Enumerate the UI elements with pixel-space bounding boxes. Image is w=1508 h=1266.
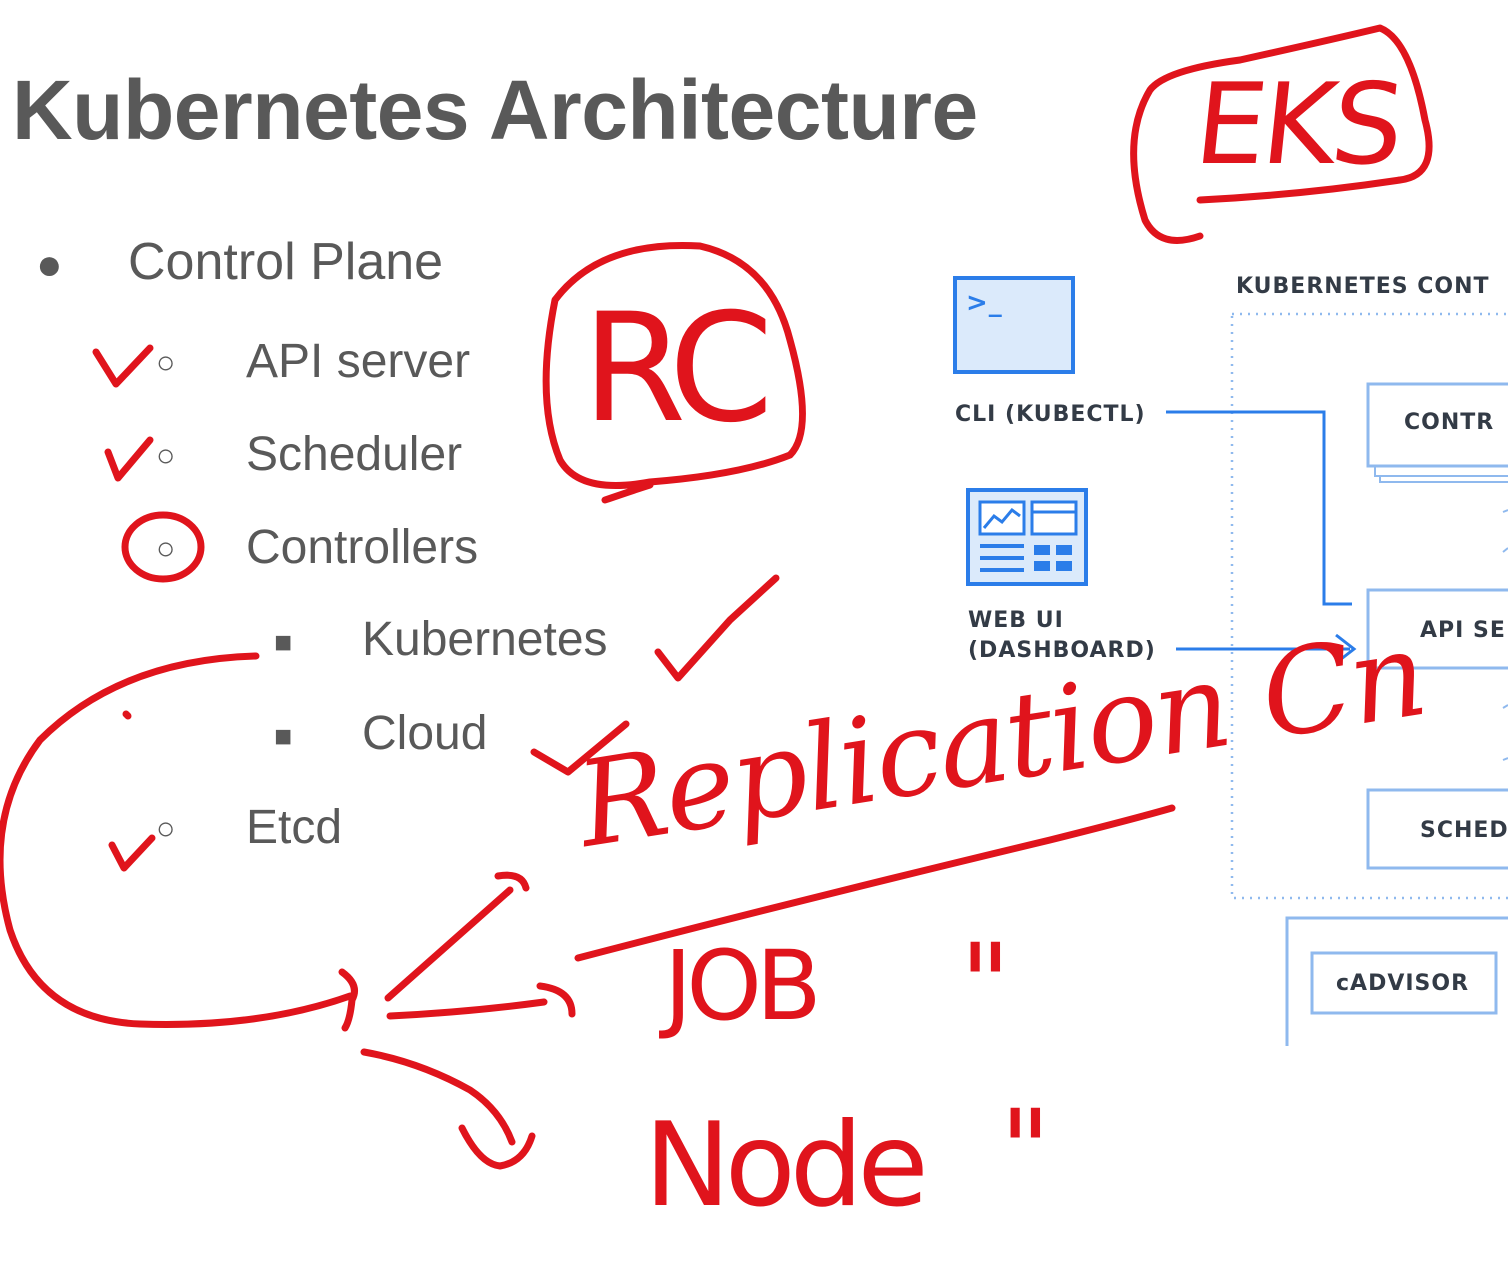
terminal-icon xyxy=(953,276,1075,374)
circle-bullet-icon: ○ xyxy=(156,437,176,473)
cli-connector xyxy=(1166,410,1352,606)
bullet-api-server: API server xyxy=(246,335,471,388)
ditto-mark: " xyxy=(1000,1086,1051,1214)
cadvisor-box-label: cADVISOR xyxy=(1336,971,1470,996)
webui-label-line1: WEB UI xyxy=(968,608,1064,633)
rc-annotation: RC xyxy=(582,282,773,456)
square-bullet-icon: ■ xyxy=(274,720,293,753)
control-plane-heading: KUBERNETES CONT xyxy=(1236,274,1490,299)
scheduler-box xyxy=(1366,788,1508,870)
check-mark-icon xyxy=(92,344,154,388)
cadvisor-box xyxy=(1310,951,1498,1015)
circle-bullet-icon: ○ xyxy=(156,810,176,846)
controller-box xyxy=(1366,382,1508,483)
ink-fan-arrow xyxy=(360,1048,536,1170)
terminal-prompt-icon: >_ xyxy=(966,288,1003,318)
api-server-box xyxy=(1366,588,1508,670)
ink-fan-arrow xyxy=(386,982,576,1020)
eks-annotation: EKS xyxy=(1189,60,1407,190)
bullet-scheduler: Scheduler xyxy=(246,428,463,481)
dashboard-icon xyxy=(966,488,1088,586)
bullet-kubernetes: Kubernetes xyxy=(362,613,608,666)
rc-ink-bubble xyxy=(542,241,806,504)
cli-label: CLI (KUBECTL) xyxy=(955,402,1146,427)
bullet-control-plane: Control Plane xyxy=(128,233,444,291)
webui-label-line2: (DASHBOARD) xyxy=(968,638,1156,663)
slide-title: Kubernetes Architecture xyxy=(12,63,978,157)
check-mark-icon xyxy=(654,574,780,682)
check-mark-icon xyxy=(530,720,630,776)
bullet-controllers: Controllers xyxy=(246,521,479,574)
ink-circle xyxy=(121,511,205,583)
bullet-cloud: Cloud xyxy=(362,707,488,760)
job-annotation: JOB xyxy=(664,930,822,1042)
scheduler-box-label: SCHED xyxy=(1420,818,1508,843)
node-container xyxy=(1285,916,1508,1046)
disc-bullet-icon: ● xyxy=(36,240,63,289)
arrow-head-icon xyxy=(1335,633,1357,665)
ink-dot xyxy=(122,710,132,720)
circle-bullet-icon: ○ xyxy=(156,344,176,380)
eks-ink-box xyxy=(1130,24,1433,244)
control-plane-container xyxy=(1230,312,1508,900)
ditto-mark: " xyxy=(960,920,1011,1048)
ink-fan-arrow xyxy=(384,871,530,1002)
api-server-box-label: API SE xyxy=(1420,618,1506,643)
ink-loop-arrow xyxy=(0,652,358,1032)
check-mark-icon xyxy=(108,834,156,872)
ink-underline xyxy=(574,804,1176,962)
controller-box-label: CONTR xyxy=(1404,410,1495,435)
node-annotation: Node xyxy=(644,1098,929,1233)
bullet-etcd: Etcd xyxy=(246,801,343,854)
check-mark-icon xyxy=(104,436,154,482)
circle-bullet-icon: ○ xyxy=(156,530,176,566)
square-bullet-icon: ■ xyxy=(274,626,293,659)
